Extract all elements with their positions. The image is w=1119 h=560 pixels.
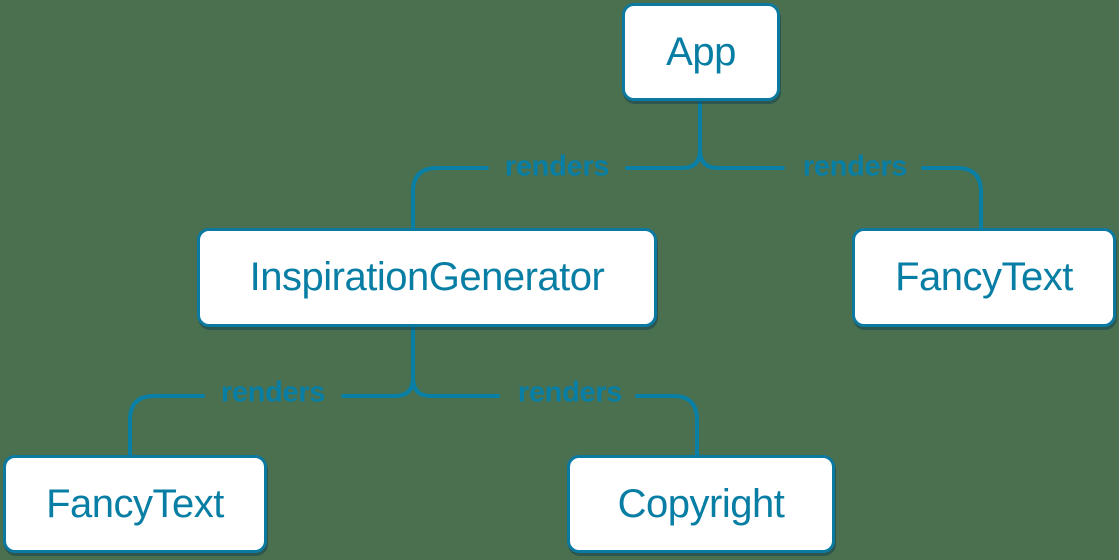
node-app-label: App bbox=[666, 29, 736, 74]
node-copyright: Copyright bbox=[567, 455, 835, 553]
node-inspiration-generator: InspirationGenerator bbox=[197, 228, 657, 327]
node-inspiration-generator-label: InspirationGenerator bbox=[249, 255, 605, 299]
node-app: App bbox=[622, 3, 780, 101]
edge-app-to-fancy-text bbox=[698, 100, 983, 230]
edge-label-app-to-fancy-text: renders bbox=[802, 150, 908, 183]
node-fancy-text-top-label: FancyText bbox=[895, 255, 1073, 299]
edge-label-inspiration-generator-to-fancy-text: renders bbox=[220, 376, 326, 409]
node-fancy-text-bottom-label: FancyText bbox=[46, 481, 224, 526]
node-copyright-label: Copyright bbox=[617, 481, 785, 526]
edge-label-app-to-inspiration-generator: renders bbox=[504, 150, 610, 183]
node-fancy-text-bottom: FancyText bbox=[3, 455, 267, 553]
node-fancy-text-top: FancyText bbox=[852, 228, 1116, 327]
edge-inspiration-generator-to-copyright bbox=[411, 326, 699, 457]
edge-label-inspiration-generator-to-copyright: renders bbox=[517, 376, 623, 409]
